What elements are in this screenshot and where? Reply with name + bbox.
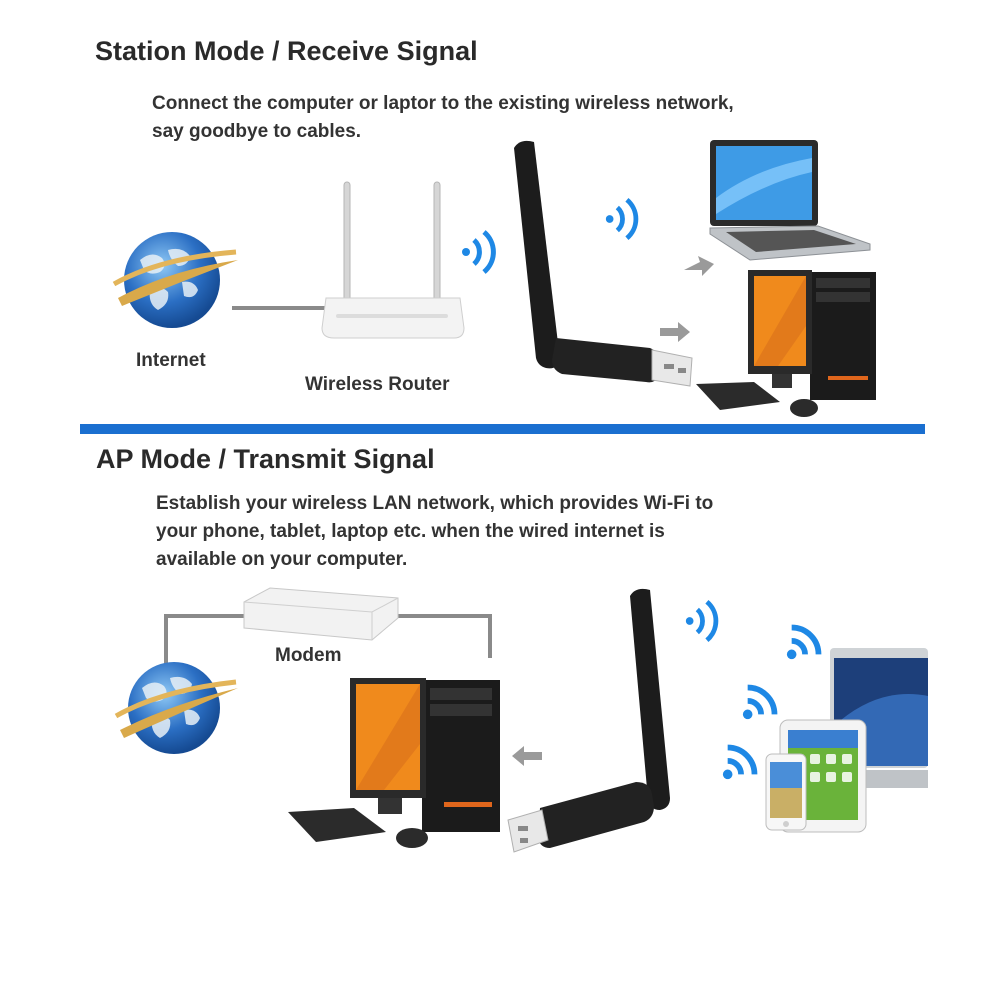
ap-desc-line-1: Establish your wireless LAN network, whi… (156, 493, 714, 514)
station-desc-line-1: Connect the computer or laptor to the ex… (152, 93, 734, 114)
wireless-router-label: Wireless Router (305, 374, 450, 395)
internet-globe-icon (114, 662, 238, 754)
usb-wifi-adapter-icon (507, 588, 670, 853)
wifi-signal-icon (605, 197, 639, 241)
ap-mode-description: Establish your wireless LAN network, whi… (156, 490, 713, 574)
station-mode-description: Connect the computer or laptor to the ex… (152, 90, 734, 146)
wireless-router-icon (321, 181, 465, 339)
desktop-computer-icon (288, 678, 500, 848)
modem-cable-right (488, 614, 492, 658)
ap-mode-title: AP Mode / Transmit Signal (96, 444, 435, 474)
modem-cable-top-left (164, 614, 254, 618)
wifi-signal-icon (742, 684, 778, 720)
arrow-left-icon (512, 746, 542, 766)
laptop-icon (709, 140, 871, 261)
arrow-right-icon (660, 322, 690, 342)
desktop-computer-icon (696, 270, 876, 417)
smartphone-icon (765, 753, 807, 831)
usb-wifi-adapter-icon (514, 140, 693, 387)
modem-cable-top-right (390, 614, 492, 618)
wifi-signal-icon (722, 744, 758, 780)
wifi-signal-icon (462, 230, 496, 274)
ap-desc-line-3: available on your computer. (156, 549, 408, 570)
wifi-signal-icon (786, 624, 822, 660)
internet-cable (232, 306, 328, 310)
internet-globe-icon (112, 232, 238, 328)
arrow-right-icon (684, 256, 714, 276)
modem-label: Modem (275, 645, 342, 666)
modem-icon (243, 587, 399, 641)
modem-cable-left (164, 614, 168, 664)
station-desc-line-2: say goodbye to cables. (152, 121, 362, 142)
station-mode-title: Station Mode / Receive Signal (95, 36, 478, 66)
section-divider (80, 424, 925, 434)
ap-desc-line-2: your phone, tablet, laptop etc. when the… (156, 521, 665, 542)
wifi-signal-icon (685, 599, 719, 643)
internet-label: Internet (136, 350, 206, 371)
